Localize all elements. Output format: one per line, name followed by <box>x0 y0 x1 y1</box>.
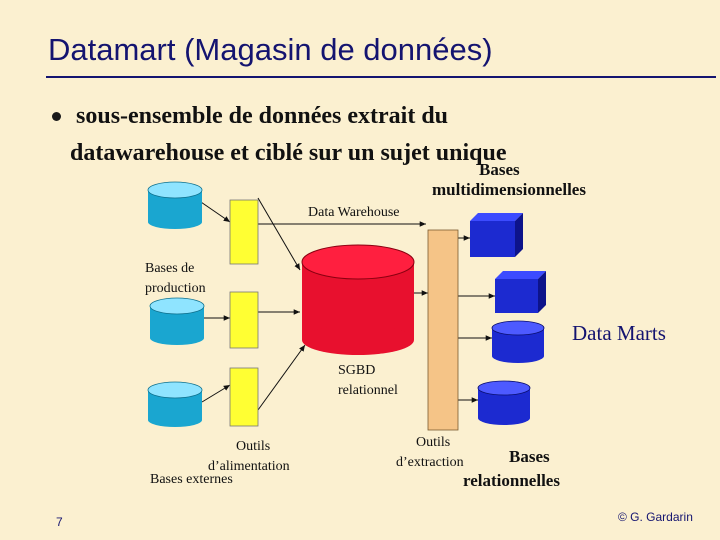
mart-db-2-icon <box>477 380 531 425</box>
label-bases-multidimensionnelles-1: Bases <box>479 160 520 179</box>
feed-tool-2-box <box>229 291 259 349</box>
arrow-db3-to-tool3 <box>201 384 231 403</box>
label-bases-relationnelles-1: Bases <box>509 447 550 466</box>
label-sgbd-1: SGBD <box>338 363 376 378</box>
slide-title: Datamart (Magasin de données) <box>48 32 493 67</box>
arrow-db1-to-tool1 <box>197 199 231 223</box>
title-underline <box>46 76 716 78</box>
label-outils-alimentation-2: d’alimentation <box>208 459 290 474</box>
feed-tool-3-box <box>229 367 259 427</box>
page-number: 7 <box>56 515 63 529</box>
bullet-text-line-2: datawarehouse et ciblé sur un sujet uniq… <box>70 140 507 166</box>
label-sgbd-2: relationnel <box>338 383 398 398</box>
mart-db-1-icon <box>491 320 545 363</box>
cube-1-icon <box>470 213 523 257</box>
label-bases-multidimensionnelles-2: multidimensionnelles <box>432 180 586 199</box>
label-outils-extraction-1: Outils <box>416 435 451 450</box>
label-data-warehouse: Data Warehouse <box>308 205 400 220</box>
bullet-icon <box>52 112 61 121</box>
label-bases-relationnelles-2: relationnelles <box>463 471 560 490</box>
bullet-text-line-1: sous-ensemble de données extrait du <box>76 103 449 129</box>
extract-tool-box <box>427 229 459 431</box>
source-db-2-icon <box>149 297 205 345</box>
source-db-3-icon <box>147 381 203 427</box>
feed-tool-1-box <box>229 199 259 265</box>
label-outils-alimentation-1: Outils <box>236 439 271 454</box>
label-outils-extraction-2: d’extraction <box>396 455 464 470</box>
cube-2-icon <box>495 271 546 313</box>
label-bases-externes: Bases externes <box>150 472 233 487</box>
label-bases-production-2: production <box>145 281 206 296</box>
arrow-tool3-to-dw <box>257 344 306 411</box>
arrow-tool1-to-dw <box>257 197 301 271</box>
copyright-notice: © G. Gardarin <box>618 510 693 524</box>
data-warehouse-icon <box>301 244 415 355</box>
label-bases-production-1: Bases de <box>145 261 195 276</box>
connector-arrows <box>197 197 495 411</box>
label-data-marts: Data Marts <box>572 321 666 345</box>
source-db-1-icon <box>147 181 203 229</box>
